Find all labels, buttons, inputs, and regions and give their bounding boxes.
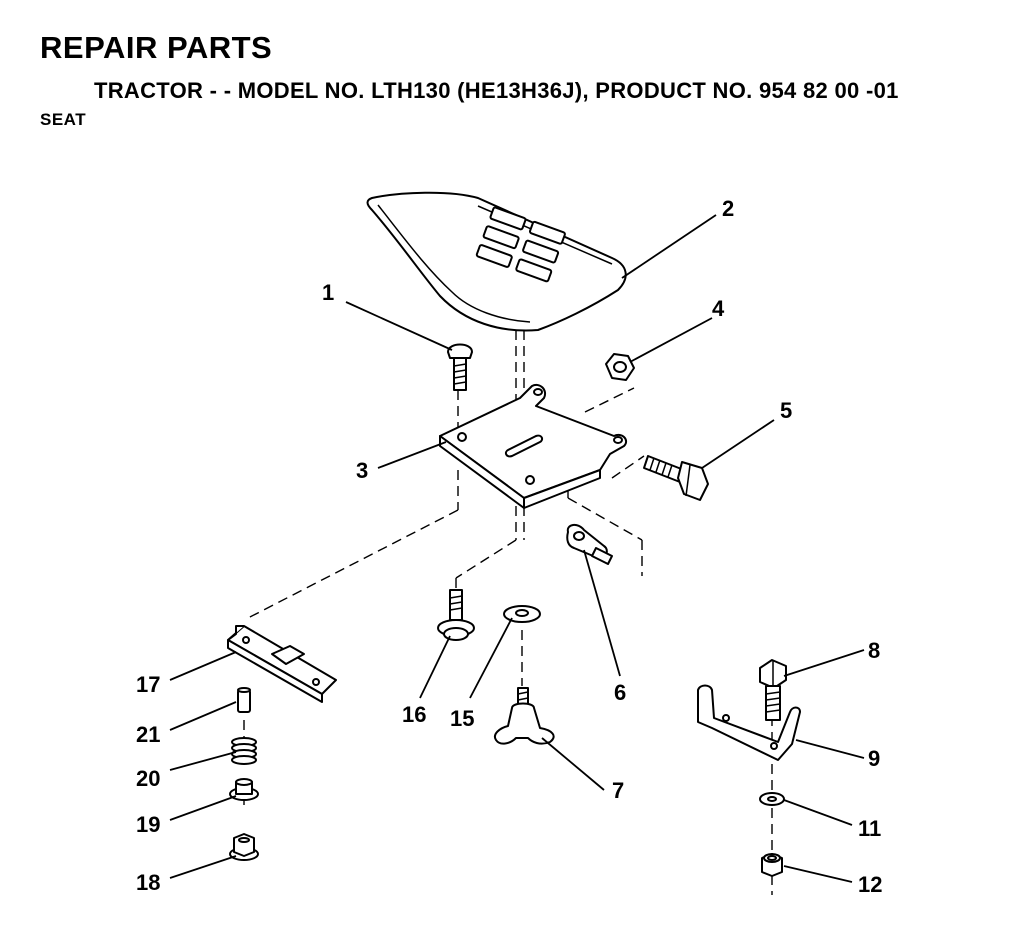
callout-5: 5 [780,398,792,423]
callout-7: 7 [612,778,624,803]
callout-1: 1 [322,280,334,305]
callout-15: 15 [450,706,474,731]
bushing-part [229,778,259,801]
carriage-bolt-part [447,343,473,391]
flat-washer-part [503,605,541,623]
flange-nut-part [229,833,259,861]
mounting-bracket-part [697,684,801,761]
clip-part [566,524,613,565]
page-title: REPAIR PARTS [40,30,273,65]
knob-part [494,687,555,745]
callout-11: 11 [858,816,881,841]
vertical-bolt-part [759,659,787,721]
seat-part [366,191,627,332]
seat-mounting-plate [439,384,628,509]
callout-2: 2 [722,196,734,221]
spring-part [231,737,257,765]
washer-part [759,792,785,806]
callout-labels: 1 2 3 4 5 6 7 8 9 11 12 15 16 17 18 19 2… [136,196,882,897]
hex-bolt-part [643,455,709,501]
shoulder-bolt-part [437,589,475,641]
callout-20: 20 [136,766,160,791]
lock-nut-part [761,853,783,877]
callout-18: 18 [136,870,160,895]
callout-21: 21 [136,722,160,747]
pin-part [237,687,251,713]
callout-4: 4 [712,296,725,321]
callout-3: 3 [356,458,368,483]
callout-17: 17 [136,672,160,697]
callout-9: 9 [868,746,880,771]
slide-bracket-part [227,625,337,703]
callout-8: 8 [868,638,880,663]
model-subtitle: TRACTOR - - MODEL NO. LTH130 (HE13H36J),… [94,78,899,103]
callout-12: 12 [858,872,882,897]
callout-19: 19 [136,812,160,837]
assembly-guide-lines [243,330,773,895]
hex-nut-part [605,353,635,381]
leader-lines [169,214,865,883]
callout-16: 16 [402,702,426,727]
callout-6: 6 [614,680,626,705]
section-label: SEAT [40,110,87,129]
